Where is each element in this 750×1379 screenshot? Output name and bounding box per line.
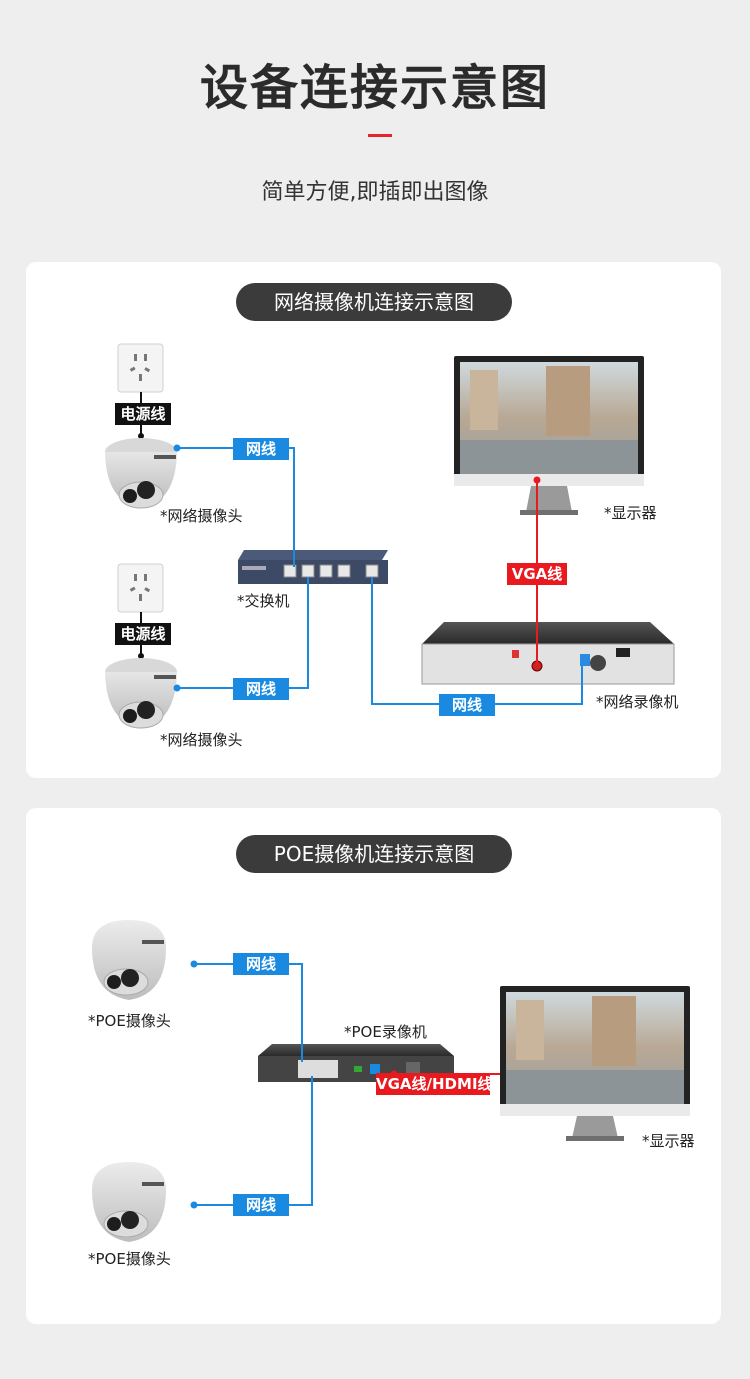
nvr-label: *网络录像机: [596, 691, 679, 712]
network-cable: [194, 1076, 312, 1205]
network-cable-label: 网线: [439, 694, 495, 716]
monitor-icon: [454, 356, 644, 515]
section-title: POE摄像机连接示意图: [236, 835, 512, 873]
page-subtitle: 简单方便,即插即出图像: [0, 174, 750, 206]
vga-cable-label: VGA线: [507, 563, 567, 585]
title-accent-line: [368, 134, 392, 137]
monitor-icon: [500, 986, 690, 1141]
page-title: 设备连接示意图: [0, 48, 750, 118]
network-switch-icon: [238, 550, 388, 584]
poe-camera-icon: [92, 920, 166, 1000]
poe-camera-panel: POE摄像机连接示意图 网线 网线 VGA线/HDMI线 *POE摄像头 *PO…: [26, 808, 721, 1324]
camera-label: *网络摄像头: [160, 505, 243, 526]
poe-camera-label: *POE摄像头: [88, 1010, 171, 1031]
network-cable-label: 网线: [233, 438, 289, 460]
network-camera-icon: [105, 438, 177, 508]
network-camera-panel: 网络摄像机连接示意图 电源线 电源线 网线 网线 网线 VGA线 *网络摄像头 …: [26, 262, 721, 778]
poe-camera-icon: [92, 1162, 166, 1242]
power-socket-icon: [118, 344, 163, 392]
network-cable-label: 网线: [233, 953, 289, 975]
section-title: 网络摄像机连接示意图: [236, 283, 512, 321]
power-socket-icon: [118, 564, 163, 612]
poe-camera-label: *POE摄像头: [88, 1248, 171, 1269]
poe-nvr-label: *POE录像机: [344, 1021, 427, 1042]
switch-label: *交换机: [237, 590, 290, 611]
monitor-label: *显示器: [642, 1130, 695, 1151]
monitor-label: *显示器: [604, 502, 657, 523]
video-cable-label: VGA线/HDMI线: [376, 1073, 490, 1095]
network-cable-label: 网线: [233, 1194, 289, 1216]
power-cable-label: 电源线: [115, 623, 171, 645]
network-cable-label: 网线: [233, 678, 289, 700]
network-camera-icon: [105, 658, 177, 728]
poe-camera-diagram: [26, 808, 721, 1324]
power-cable-label: 电源线: [115, 403, 171, 425]
camera-label: *网络摄像头: [160, 729, 243, 750]
network-video-recorder-icon: [422, 622, 674, 684]
